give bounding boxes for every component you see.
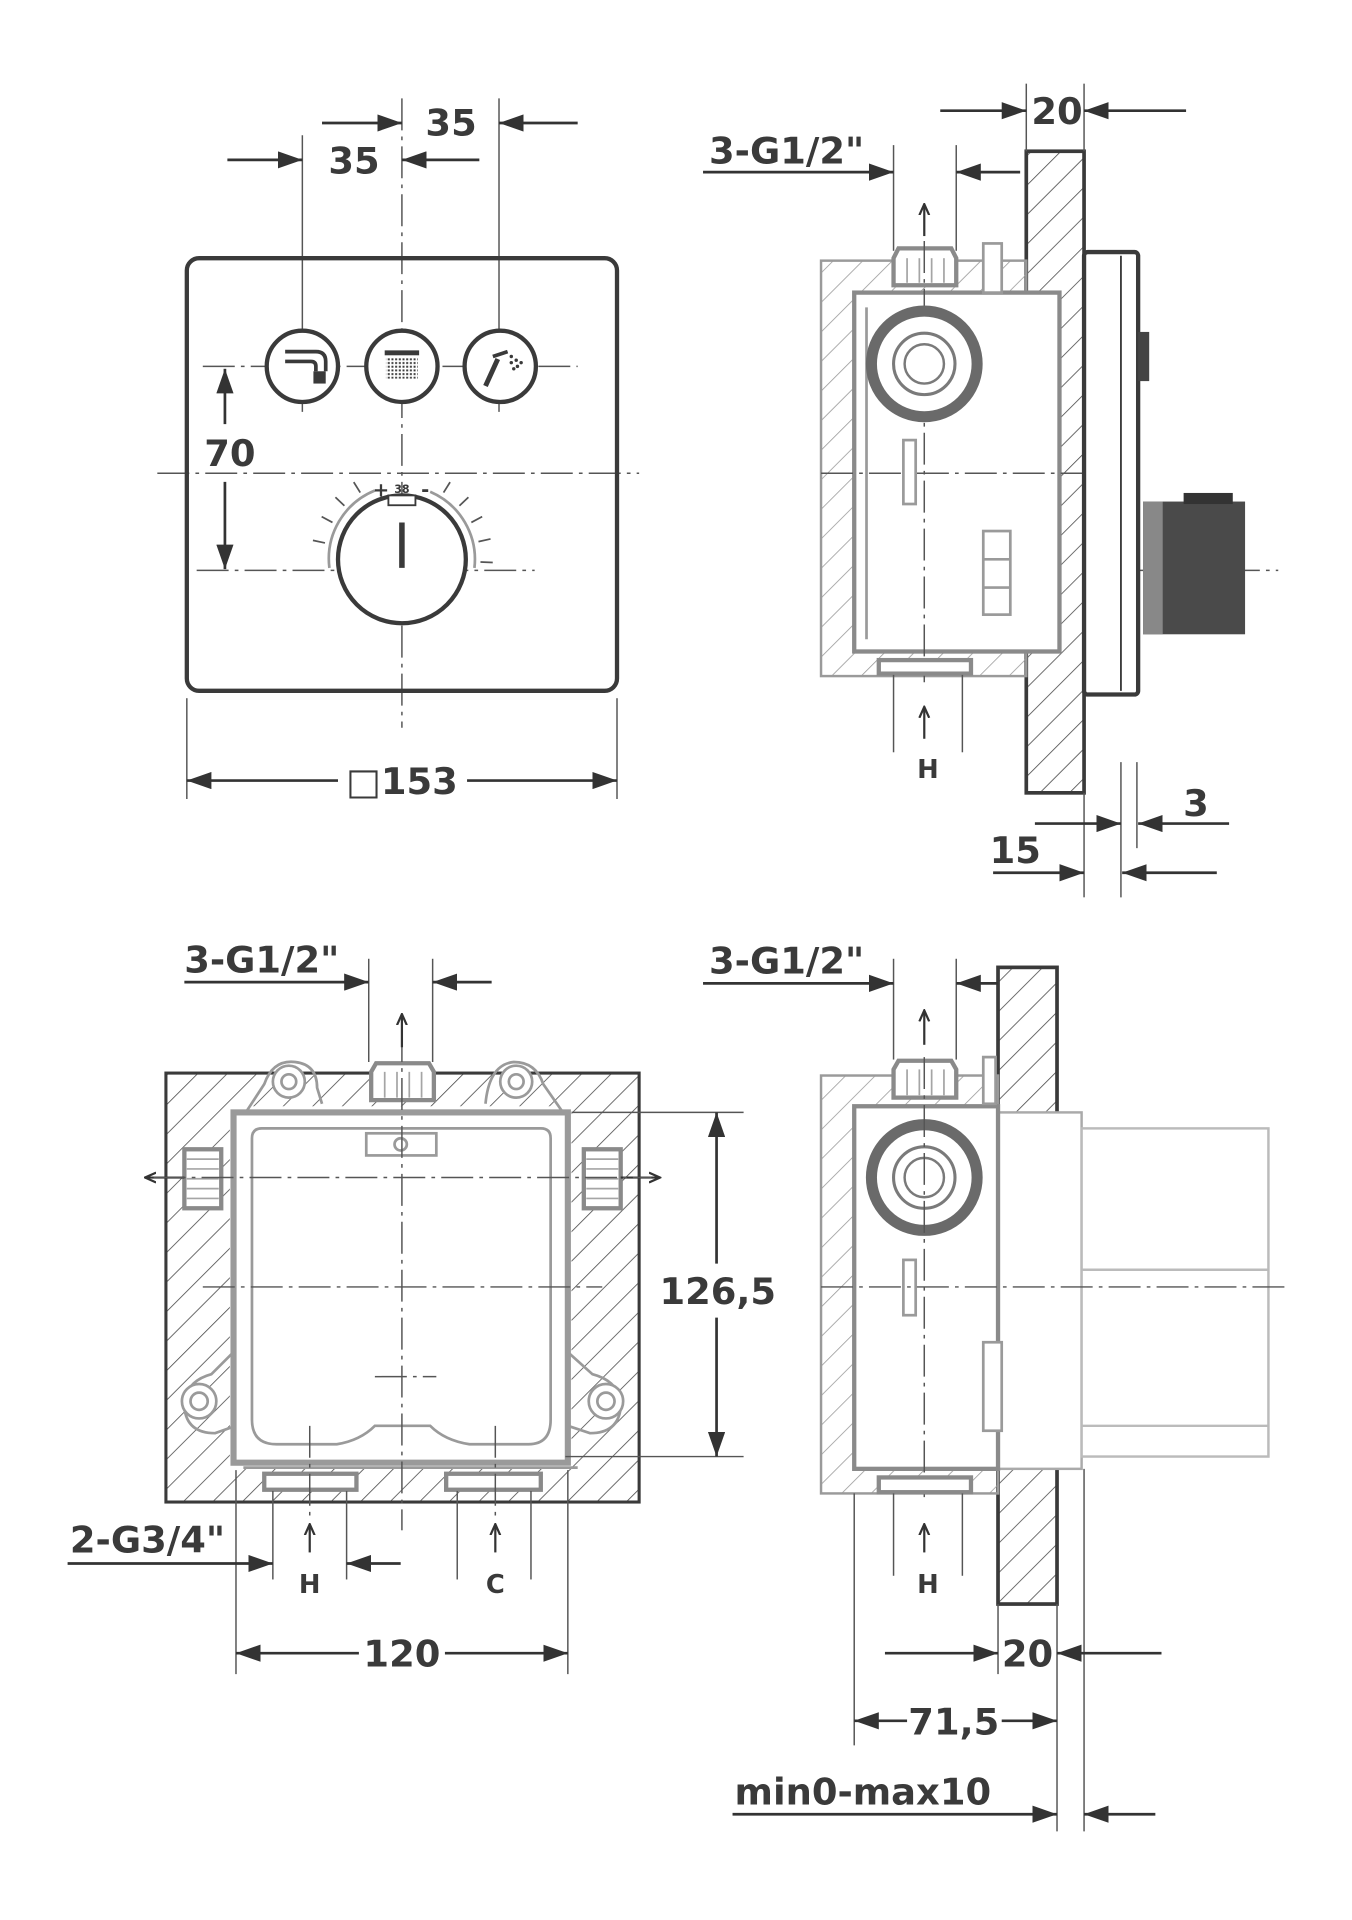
dial-scale-arc-left <box>327 489 376 569</box>
outlet-thread <box>383 1071 423 1098</box>
button-ring <box>264 328 341 405</box>
inlet-hot-marker: H <box>299 1524 321 1600</box>
dimension-width: 120 <box>235 1633 568 1676</box>
port-ring <box>865 305 983 423</box>
dial-scale-ticks <box>312 481 493 564</box>
hand-shower-icon <box>483 349 523 388</box>
dimension-label: □153 <box>346 760 458 803</box>
knob-base <box>1143 501 1163 635</box>
dimension-label: 20 <box>1031 90 1082 133</box>
inlet-connector <box>876 1475 974 1495</box>
inlet-hot-marker: H <box>917 707 939 785</box>
inlet-connector-cold <box>444 1471 543 1492</box>
dimension-label: 35 <box>425 101 476 144</box>
inlet-hot-marker: H <box>917 1524 939 1600</box>
inlet-thread-callout: 2-G3/4" <box>67 1518 401 1573</box>
mode-button-hand <box>462 328 539 405</box>
port-bore <box>903 342 946 385</box>
outlet-thread-callout: 3-G1/2" <box>703 130 1021 181</box>
inlet-cold-label: C <box>486 1570 505 1600</box>
outlet-thread <box>906 258 945 283</box>
dimension-plate-offset: 3 <box>1034 782 1230 833</box>
dimension-label: 126,5 <box>659 1270 776 1313</box>
dimension-label: min0-max10 <box>735 1770 992 1813</box>
dimension-button-spacing-lower: 35 <box>227 139 480 182</box>
side-port-right <box>581 1147 623 1211</box>
dimension-label: 20 <box>1002 1633 1053 1676</box>
inlet-hot-label: H <box>299 1570 321 1600</box>
housing-inner-outline <box>250 1127 552 1446</box>
side-port-left <box>182 1147 224 1211</box>
cover-plate <box>184 256 620 693</box>
button-ring <box>462 328 539 405</box>
front-view: + 38 - 35 35 70 □153 <box>157 98 640 803</box>
dimension-button-spacing-upper: 35 <box>322 101 578 144</box>
mode-button-bath <box>264 328 341 405</box>
dimension-body-depth: 71,5 <box>854 1700 1058 1743</box>
top-bracket-hole <box>393 1136 409 1152</box>
side-view-lower: 3-G1/2" H 20 71,5 min0-max10 <box>703 940 1285 1832</box>
dimension-label: 15 <box>990 829 1041 872</box>
dimension-label: 120 <box>363 1633 440 1676</box>
thread-label: 2-G3/4" <box>70 1518 225 1561</box>
inlet-hot-label: H <box>917 755 939 785</box>
dial-temperature-label: 38 <box>394 483 409 496</box>
rear-view: 3-G1/2" 2-G3/4" H C 126,5 120 <box>67 938 776 1676</box>
inlet-connector <box>876 657 974 676</box>
outlet-thread-callout: 3-G1/2" <box>184 938 492 1048</box>
dimension-wall-thickness: 20 <box>884 1633 1162 1676</box>
outlet-thread <box>906 1069 945 1096</box>
dimension-label: 70 <box>204 432 255 475</box>
dimension-label: 3 <box>1183 782 1209 825</box>
dial-minus-label: - <box>421 479 429 502</box>
thermostat-dial: + 38 - <box>312 479 493 626</box>
locating-pin <box>981 242 1004 294</box>
mounting-ear-top-right <box>484 1060 565 1114</box>
extension-sleeve <box>1080 1127 1270 1458</box>
thread-label: 3-G1/2" <box>184 938 339 981</box>
knob-cap <box>1183 492 1233 505</box>
dimension-min-depth: 15 <box>990 829 1217 882</box>
dial-label-plate <box>387 494 417 507</box>
dimension-plate-size: □153 <box>186 698 618 803</box>
bath-spout-icon <box>285 349 328 384</box>
dimension-button-to-dial: 70 <box>204 368 255 570</box>
thermostat-knob-profile <box>1143 492 1246 635</box>
extension-sleeve-inner <box>996 1111 1083 1471</box>
mounting-ear-top-left <box>244 1060 324 1114</box>
clip-block <box>981 1340 1004 1433</box>
dimension-label: 71,5 <box>908 1700 999 1743</box>
locating-pin <box>981 1055 997 1106</box>
side-outlet-port <box>865 305 983 423</box>
dial-plus-label: + <box>373 479 389 502</box>
mounting-ear-bottom-right <box>566 1351 625 1435</box>
port-thread <box>892 331 957 397</box>
thread-label: 3-G1/2" <box>709 940 864 983</box>
thread-label: 3-G1/2" <box>709 130 864 173</box>
outlet-thread-callout: 3-G1/2" <box>703 940 999 992</box>
dial-scale-arc-right <box>429 490 477 569</box>
push-button-profile <box>1138 331 1150 382</box>
dimension-height: 126,5 <box>659 1112 776 1457</box>
dimension-adjust-range: min0-max10 <box>732 1770 1156 1823</box>
side-view-upper: 20 3-G1/2" H 3 15 <box>703 83 1279 898</box>
rain-shower-icon <box>384 350 420 379</box>
dimension-label: 35 <box>328 139 379 182</box>
dimension-wall-thickness: 20 <box>940 90 1187 133</box>
mode-button-rain <box>364 328 440 405</box>
cartridge-slot <box>902 438 918 506</box>
cover-plate-profile <box>1081 249 1141 697</box>
clip-block <box>981 529 1012 616</box>
mounting-ear-bottom-left <box>180 1351 237 1435</box>
inlet-hot-label: H <box>917 1570 939 1600</box>
inlet-cold-marker: C <box>486 1524 505 1600</box>
